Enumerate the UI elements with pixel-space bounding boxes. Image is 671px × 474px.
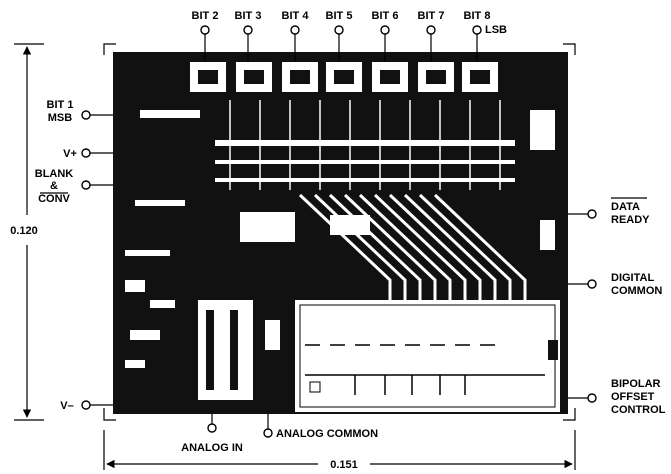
pin-analog-in: ANALOG IN <box>181 414 243 454</box>
pin-bit-7-label: BIT 7 <box>418 10 445 22</box>
pin-bit-5: BIT 5 <box>326 10 353 62</box>
pin-blank-conv: BLANK & CONV <box>35 168 113 205</box>
pin-conv-label: CONV <box>38 193 70 205</box>
pin-digital-common: DIGITAL COMMON <box>568 272 662 297</box>
pin-bit-7: BIT 7 <box>418 10 445 62</box>
pin-ready-label: READY <box>611 214 650 226</box>
pin-common-label: COMMON <box>611 285 662 297</box>
pin-bit-2-label: BIT 2 <box>192 10 219 22</box>
pin-bit-2: BIT 2 <box>192 10 219 62</box>
pin-bit-3-label: BIT 3 <box>235 10 262 22</box>
pin-v-plus: V+ <box>63 148 113 160</box>
height-dimension-label: 0.120 <box>10 225 38 237</box>
pin-data-label: DATA <box>611 201 640 213</box>
pin-bit-5-label: BIT 5 <box>326 10 353 22</box>
pin-bit-6-label: BIT 6 <box>372 10 399 22</box>
pin-bipolar-offset-control: BIPOLAR OFFSET CONTROL <box>568 378 666 416</box>
pin-bit-4: BIT 4 <box>282 10 310 62</box>
pin-v-minus: V– <box>60 400 113 412</box>
pin-bit-8-label: BIT 8 <box>464 10 491 22</box>
pin-analog-in-label: ANALOG IN <box>181 442 243 454</box>
pin-control-label: CONTROL <box>611 404 666 416</box>
pin-bit-3: BIT 3 <box>235 10 262 62</box>
pin-bit-1-label: BIT 1 <box>47 99 74 111</box>
right-pins: DATA READY DIGITAL COMMON BIPOLAR OFFSET… <box>568 197 666 416</box>
width-dimension: 0.151 <box>103 430 576 471</box>
pin-v-plus-label: V+ <box>63 148 77 160</box>
pin-analog-common: ANALOG COMMON <box>263 414 378 440</box>
pin-offset-label: OFFSET <box>611 391 655 403</box>
pin-bit-4-label: BIT 4 <box>282 10 310 22</box>
pin-bit-6: BIT 6 <box>372 10 399 62</box>
die-corner-marks <box>103 43 576 421</box>
left-pins: BIT 1 MSB V+ BLANK & CONV V– <box>35 99 113 412</box>
height-dimension: 0.120 <box>10 43 44 421</box>
pin-msb-label: MSB <box>48 112 73 124</box>
pin-ampersand-label: & <box>50 180 58 192</box>
pin-v-minus-label: V– <box>60 400 73 412</box>
width-dimension-label: 0.151 <box>330 459 358 471</box>
top-pins: BIT 2 BIT 3 BIT 4 BIT 5 BIT 6 BIT 7 <box>192 10 507 62</box>
pin-bipolar-label: BIPOLAR <box>611 378 661 390</box>
bottom-pins: ANALOG IN ANALOG COMMON <box>181 414 378 454</box>
pin-blank-label: BLANK <box>35 168 74 180</box>
pin-analog-common-label: ANALOG COMMON <box>276 428 378 440</box>
pin-bit-1-msb: BIT 1 MSB <box>47 99 113 124</box>
pin-data-ready: DATA READY <box>568 197 650 226</box>
pin-bit-8: BIT 8 LSB <box>464 10 507 62</box>
lsb-label: LSB <box>485 24 507 36</box>
chip-die <box>113 52 568 414</box>
pin-digital-label: DIGITAL <box>611 272 654 284</box>
